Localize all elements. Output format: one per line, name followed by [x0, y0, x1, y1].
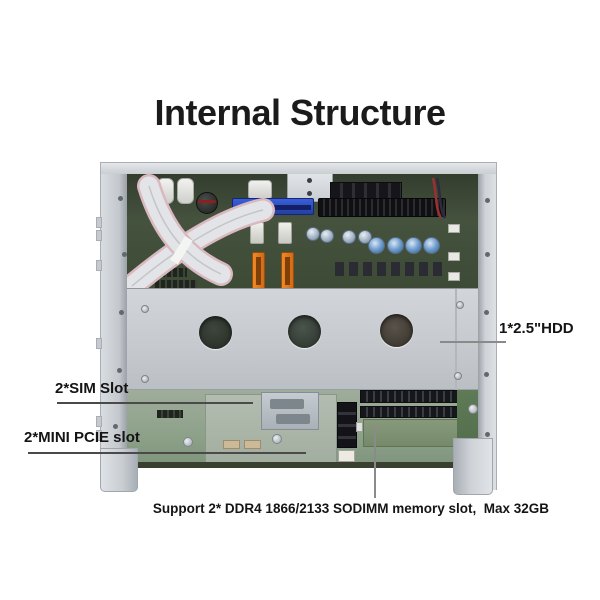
white-connector — [448, 272, 460, 281]
mosfet-row — [335, 262, 447, 276]
white-connector — [177, 178, 194, 204]
white-connector — [338, 450, 355, 462]
ribbon-cable — [127, 174, 447, 288]
beige-header — [244, 440, 261, 449]
cable-tie — [170, 236, 193, 265]
sim-card-slots — [261, 392, 319, 430]
round-component-stripe — [198, 200, 216, 203]
white-connector — [278, 222, 292, 244]
wall-screw — [484, 372, 489, 377]
wall-screw — [484, 310, 489, 315]
pin-header — [157, 410, 183, 418]
sata-groove — [285, 257, 290, 285]
capacitor — [405, 237, 422, 254]
capacitor — [306, 227, 320, 241]
plate-hole — [288, 315, 321, 348]
side-connector-nub — [96, 230, 102, 241]
motherboard-area — [127, 174, 478, 288]
bracket-screw — [307, 191, 312, 196]
sodimm-slot — [360, 390, 461, 403]
memory-label: Support 2* DDR4 1866/2133 SODIMM memory … — [152, 501, 550, 516]
sodimm-slot — [360, 406, 461, 418]
power-wires — [431, 177, 443, 219]
white-connector — [448, 252, 460, 261]
wall-screw — [485, 432, 490, 437]
capacitor — [320, 229, 334, 243]
sim-slot-cutout — [276, 414, 310, 424]
side-connector-nub — [96, 338, 102, 349]
sim-slot-cutout — [270, 399, 304, 409]
hdd-leader-line — [440, 341, 506, 343]
internal-structure-photo — [96, 162, 497, 495]
pin-header — [155, 280, 197, 288]
capacitor — [423, 237, 440, 254]
hdd-mounting-plate — [127, 288, 478, 391]
white-connector — [448, 224, 460, 233]
sodimm-module — [363, 419, 460, 447]
wall-screw — [485, 252, 490, 257]
beige-header — [223, 440, 240, 449]
sata-connector — [281, 252, 294, 288]
mini-pcie-label: 2*MINI PCIE slot — [24, 429, 140, 446]
board-screw — [272, 434, 282, 444]
plate-hole — [199, 316, 232, 349]
mini-pcie-leader-line — [28, 452, 306, 454]
side-connector-nub — [96, 260, 102, 271]
side-connector-nub — [96, 430, 102, 441]
hdd-label: 1*2.5"HDD — [499, 320, 574, 337]
sim-slot-leader-line — [57, 402, 253, 404]
chassis-left-wall — [100, 174, 127, 470]
pci-slot-black — [318, 198, 446, 217]
wall-screw — [119, 310, 124, 315]
board-screw — [183, 437, 193, 447]
wall-screw — [117, 368, 122, 373]
capacitor — [342, 230, 356, 244]
board-screw — [468, 404, 478, 414]
sim-slot-label: 2*SIM Slot — [55, 380, 129, 397]
page-title: Internal Structure — [154, 92, 446, 133]
sata-groove — [256, 257, 261, 285]
board-bottom-edge — [127, 462, 478, 468]
plate-screw — [456, 301, 464, 309]
bracket-screw — [307, 178, 312, 183]
plate-seam — [455, 289, 457, 391]
memory-leader-line — [374, 426, 376, 498]
plate-screw — [454, 372, 462, 380]
pin-header — [155, 268, 187, 277]
wall-screw — [485, 198, 490, 203]
capacitor — [387, 237, 404, 254]
wall-screw — [122, 252, 127, 257]
sata-connector — [252, 252, 265, 288]
plate-screw — [141, 305, 149, 313]
capacitor — [368, 237, 385, 254]
chassis-foot-right — [453, 438, 493, 495]
side-connector-nub — [96, 217, 102, 228]
chassis-foot-left — [100, 448, 138, 492]
wall-screw — [113, 424, 118, 429]
sodimm-clip — [356, 422, 363, 432]
antenna-connector-stack — [337, 402, 357, 448]
round-component — [196, 192, 218, 214]
side-connector-nub — [96, 416, 102, 427]
plate-screw — [141, 375, 149, 383]
chassis-right-wall — [478, 174, 497, 490]
wall-screw — [118, 196, 123, 201]
plate-hole — [380, 314, 413, 347]
